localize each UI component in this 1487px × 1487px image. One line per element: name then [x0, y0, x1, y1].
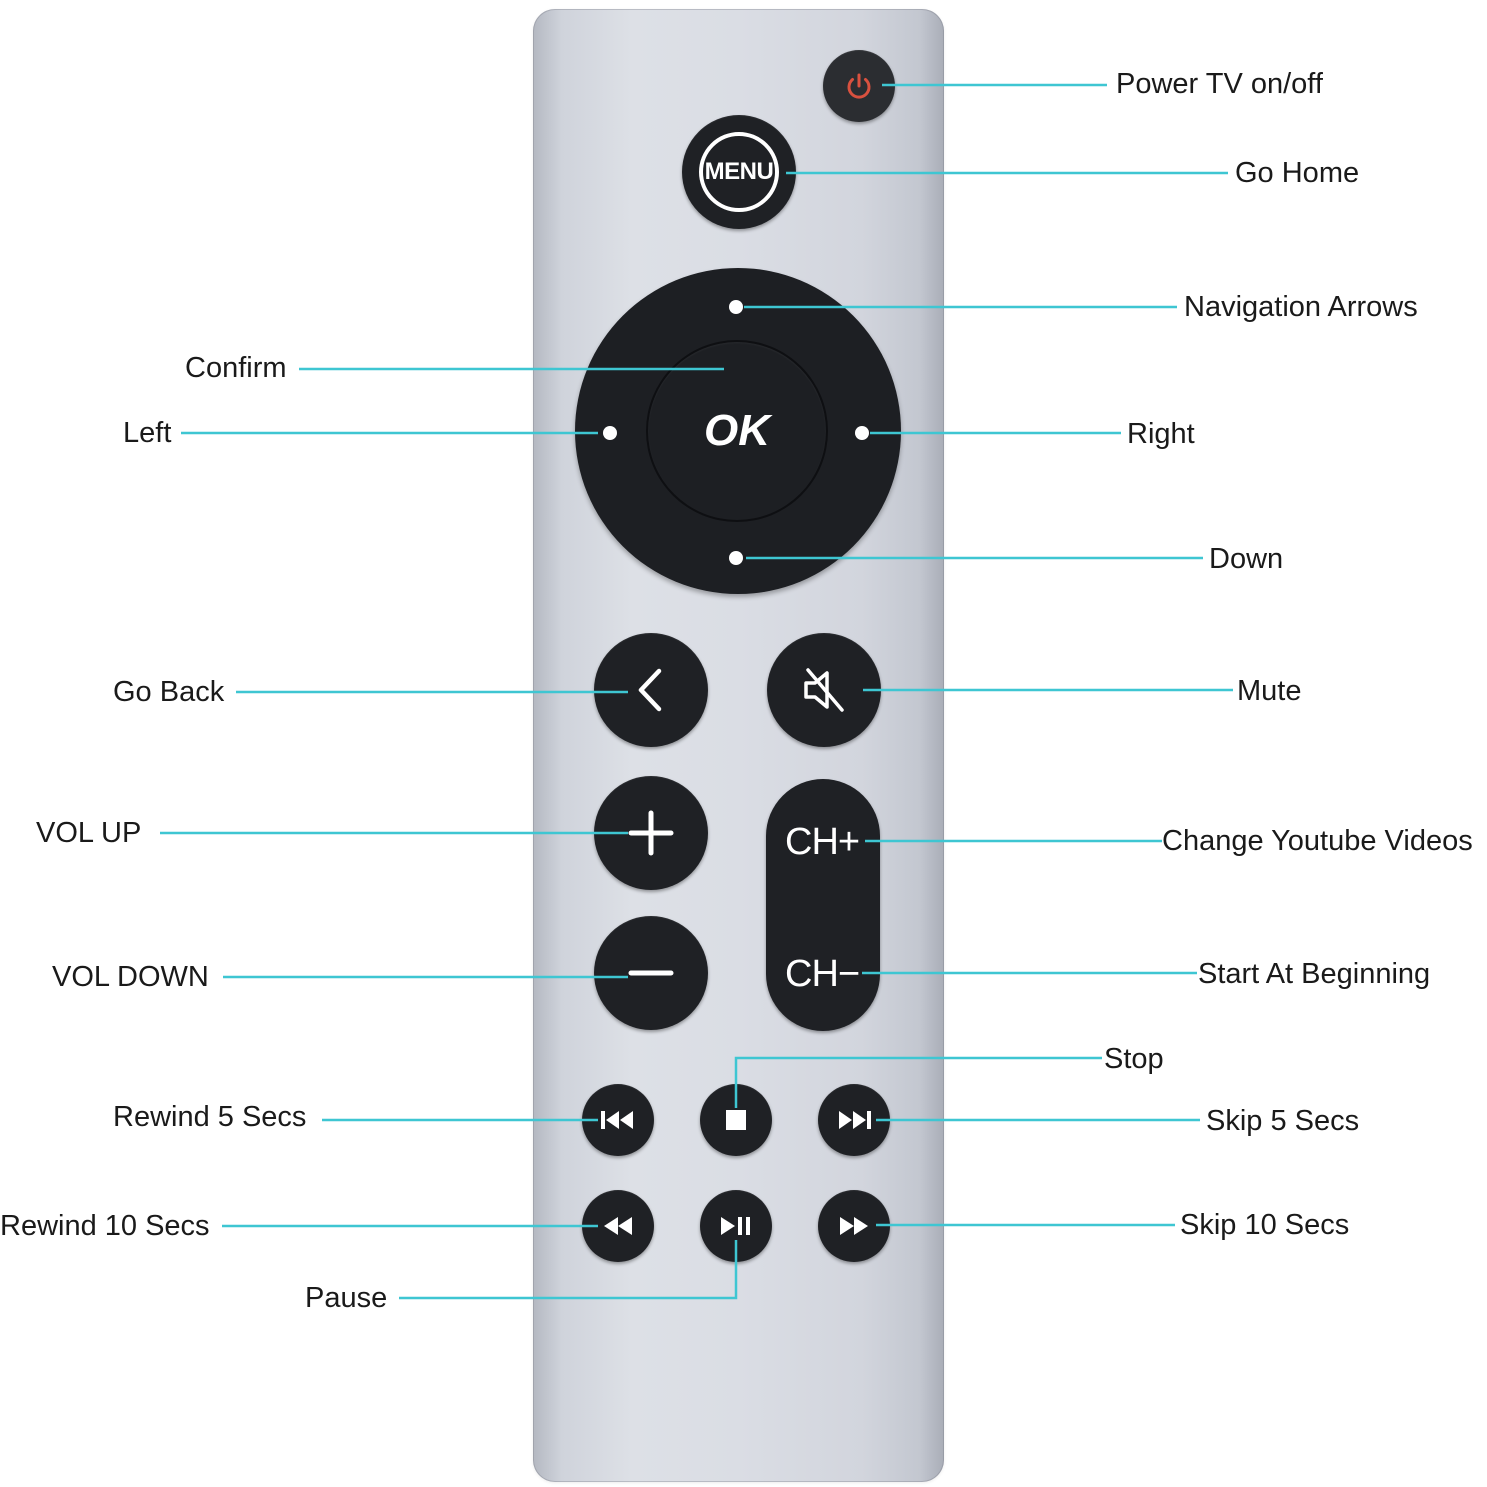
label-skip5: Skip 5 Secs — [1206, 1105, 1360, 1137]
rewind-icon — [604, 1217, 632, 1235]
label-stop: Stop — [1104, 1043, 1164, 1075]
mute-button[interactable] — [767, 633, 881, 747]
plus-icon — [628, 810, 674, 856]
speaker-mute-icon — [804, 668, 844, 712]
leader-stop — [734, 1056, 1102, 1108]
label-confirm: Confirm — [185, 352, 287, 384]
menu-ring: MENU — [699, 132, 779, 212]
channel-rocker — [766, 779, 880, 1031]
label-skip10: Skip 10 Secs — [1180, 1209, 1350, 1241]
channel-down-button[interactable]: CH− — [785, 953, 860, 995]
power-icon — [847, 73, 871, 99]
skip-forward-icon — [839, 1111, 871, 1129]
label-power: Power TV on/off — [1116, 68, 1323, 100]
leader-pause — [399, 1240, 738, 1300]
back-button[interactable] — [594, 633, 708, 747]
label-home: Go Home — [1235, 157, 1360, 189]
fast-forward-icon — [840, 1217, 868, 1235]
nav-down-dot[interactable] — [729, 551, 743, 565]
label-rewind10: Rewind 10 Secs — [0, 1210, 210, 1242]
label-back: Go Back — [113, 676, 225, 708]
nav-right-dot[interactable] — [855, 426, 869, 440]
channel-up-button[interactable]: CH+ — [785, 821, 860, 863]
nav-left-dot[interactable] — [603, 426, 617, 440]
minus-icon — [628, 970, 674, 976]
label-mute: Mute — [1237, 675, 1302, 707]
label-ch-plus: Change Youtube Videos — [1162, 825, 1473, 857]
label-right: Right — [1127, 418, 1195, 450]
stop-icon — [726, 1110, 746, 1130]
label-left: Left — [123, 417, 172, 449]
menu-button-label: MENU — [704, 158, 774, 185]
label-pause: Pause — [305, 1282, 388, 1314]
nav-up-dot[interactable] — [729, 300, 743, 314]
ok-button-label: OK — [704, 406, 770, 455]
skip-10-button[interactable] — [818, 1190, 890, 1262]
label-vol-up: VOL UP — [36, 817, 142, 849]
menu-button[interactable]: MENU — [682, 115, 796, 229]
label-rewind5: Rewind 5 Secs — [113, 1101, 307, 1133]
skip-back-icon — [601, 1111, 633, 1129]
label-nav: Navigation Arrows — [1184, 291, 1418, 323]
ok-button[interactable]: OK — [648, 342, 826, 520]
label-vol-down: VOL DOWN — [52, 961, 209, 993]
skip-5-button[interactable] — [818, 1084, 890, 1156]
label-down: Down — [1209, 543, 1284, 575]
volume-down-button[interactable] — [594, 916, 708, 1030]
chevron-left-icon — [638, 668, 662, 712]
play-pause-icon — [721, 1217, 750, 1235]
label-ch-minus: Start At Beginning — [1198, 958, 1431, 990]
